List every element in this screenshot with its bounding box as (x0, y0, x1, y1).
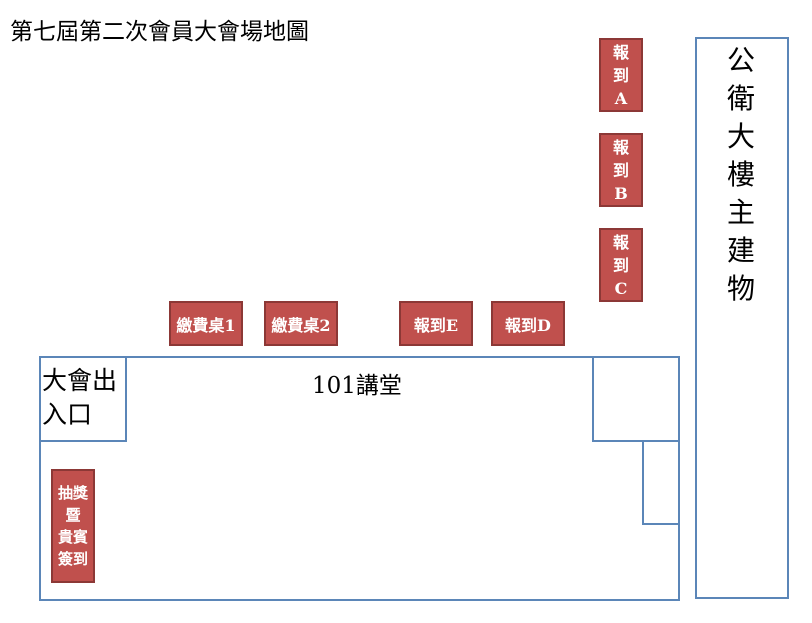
building-char: 衛 (726, 82, 755, 115)
lottery-vip-signin: 抽獎 暨 貴賓 簽到 (51, 469, 95, 583)
exit-line-1: 大會出 (42, 366, 118, 395)
checkin-c-char: 到 (612, 255, 629, 275)
hall-side-room (642, 440, 680, 525)
checkin-a: 報 到 A (599, 38, 643, 112)
checkin-e: 報到E (399, 301, 473, 346)
main-building (695, 37, 789, 599)
lottery-char: 簽到 (57, 550, 88, 568)
checkin-a-char: A (614, 88, 628, 108)
checkin-a-char: 到 (612, 65, 629, 85)
hall-label: 101講堂 (312, 373, 402, 399)
lottery-char: 暨 (65, 506, 81, 524)
checkin-a-char: 報 (612, 42, 629, 62)
building-char: 樓 (726, 158, 755, 191)
entrance-exit-label: 大會出 入口 (42, 364, 117, 432)
checkin-b-char: 到 (612, 160, 629, 180)
building-char: 大 (726, 120, 755, 153)
checkin-c: 報 到 C (599, 228, 643, 302)
lottery-char: 抽獎 (57, 484, 88, 502)
checkin-b: 報 到 B (599, 133, 643, 207)
map-title: 第七屆第二次會員大會場地圖 (10, 19, 309, 45)
building-char: 建 (726, 234, 755, 267)
checkin-c-char: 報 (612, 232, 629, 252)
checkin-d: 報到D (491, 301, 565, 346)
building-char: 物 (726, 272, 755, 305)
checkin-b-char: B (614, 183, 628, 203)
building-char: 公 (726, 44, 755, 77)
fee-desk-2: 繳費桌2 (264, 301, 338, 346)
building-char: 主 (726, 196, 755, 229)
checkin-b-char: 報 (612, 137, 629, 157)
main-building-label: 公 衛 大 樓 主 建 物 (698, 42, 784, 308)
hall-corner-room (592, 356, 680, 442)
lottery-char: 貴賓 (57, 528, 88, 546)
exit-line-2: 入口 (42, 400, 93, 429)
entrance-exit (39, 356, 127, 442)
checkin-c-char: C (614, 278, 628, 298)
fee-desk-1: 繳費桌1 (169, 301, 243, 346)
